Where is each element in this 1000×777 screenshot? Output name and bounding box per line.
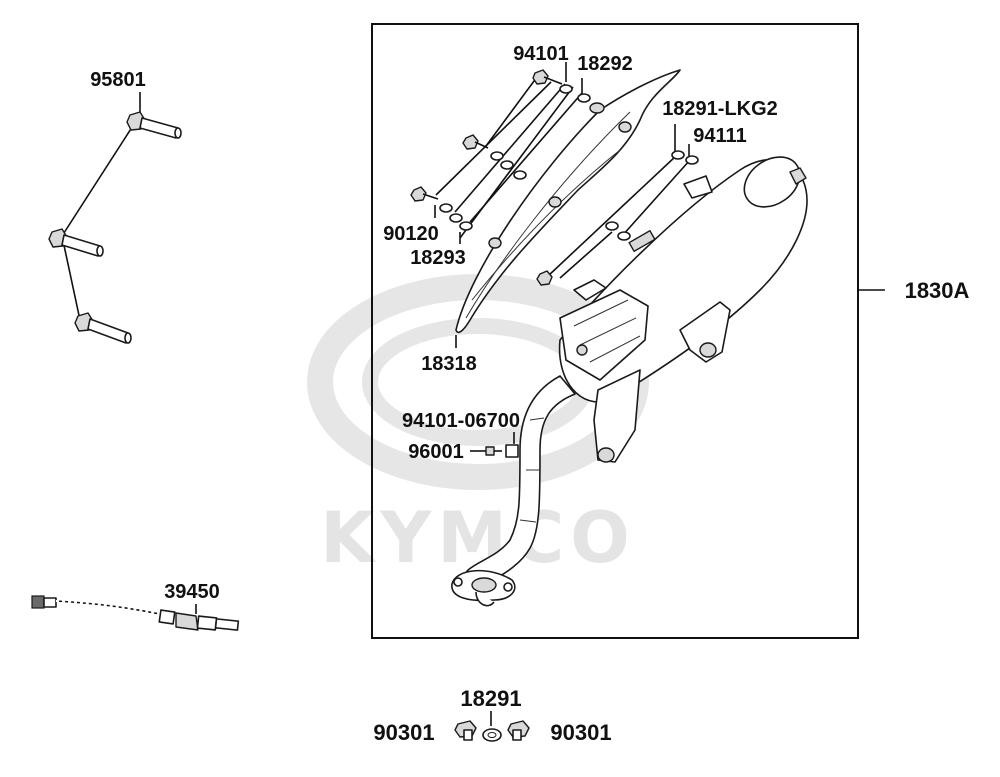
label-18292: 18292	[577, 53, 633, 75]
exhaust-pipe	[451, 375, 576, 607]
label-1830A: 1830A	[905, 278, 970, 303]
washer-icon	[439, 84, 605, 231]
small-bolt-96001	[470, 432, 519, 458]
label-94111: 94111	[693, 125, 746, 147]
label-94101-06700: 94101-06700	[402, 410, 520, 432]
nut-icon	[454, 720, 477, 741]
bolt-icon	[462, 134, 489, 150]
bottom-hardware	[454, 711, 530, 742]
bolt-set-95801	[48, 92, 182, 344]
label-18318: 18318	[421, 353, 477, 375]
label-18291: 18291	[460, 686, 521, 711]
nut-icon	[507, 720, 530, 741]
heat-shield-18318	[455, 69, 681, 348]
bolt-icon	[410, 186, 439, 202]
muffler-1830A	[558, 156, 808, 463]
gasket-icon	[482, 728, 502, 742]
label-18293: 18293	[410, 247, 466, 269]
bolt-icon	[532, 69, 563, 85]
right-fastener-set	[536, 124, 699, 286]
label-18291-lkg2: 18291-LKG2	[662, 98, 778, 120]
label-90120: 90120	[383, 223, 439, 245]
upper-fastener-set	[410, 62, 605, 244]
bolt-icon	[74, 312, 132, 344]
label-90301-left: 90301	[373, 720, 434, 745]
label-95801: 95801	[90, 69, 146, 91]
label-90301-right: 90301	[550, 720, 611, 745]
label-94101: 94101	[513, 43, 569, 65]
bolt-icon	[536, 270, 553, 286]
assembly-frame	[371, 23, 859, 639]
o2-sensor-39450	[31, 595, 240, 631]
bolt-icon	[126, 111, 182, 139]
label-96001: 96001	[408, 441, 464, 463]
label-39450: 39450	[164, 581, 220, 603]
washer-icon	[605, 150, 699, 241]
bolt-icon	[48, 228, 104, 257]
